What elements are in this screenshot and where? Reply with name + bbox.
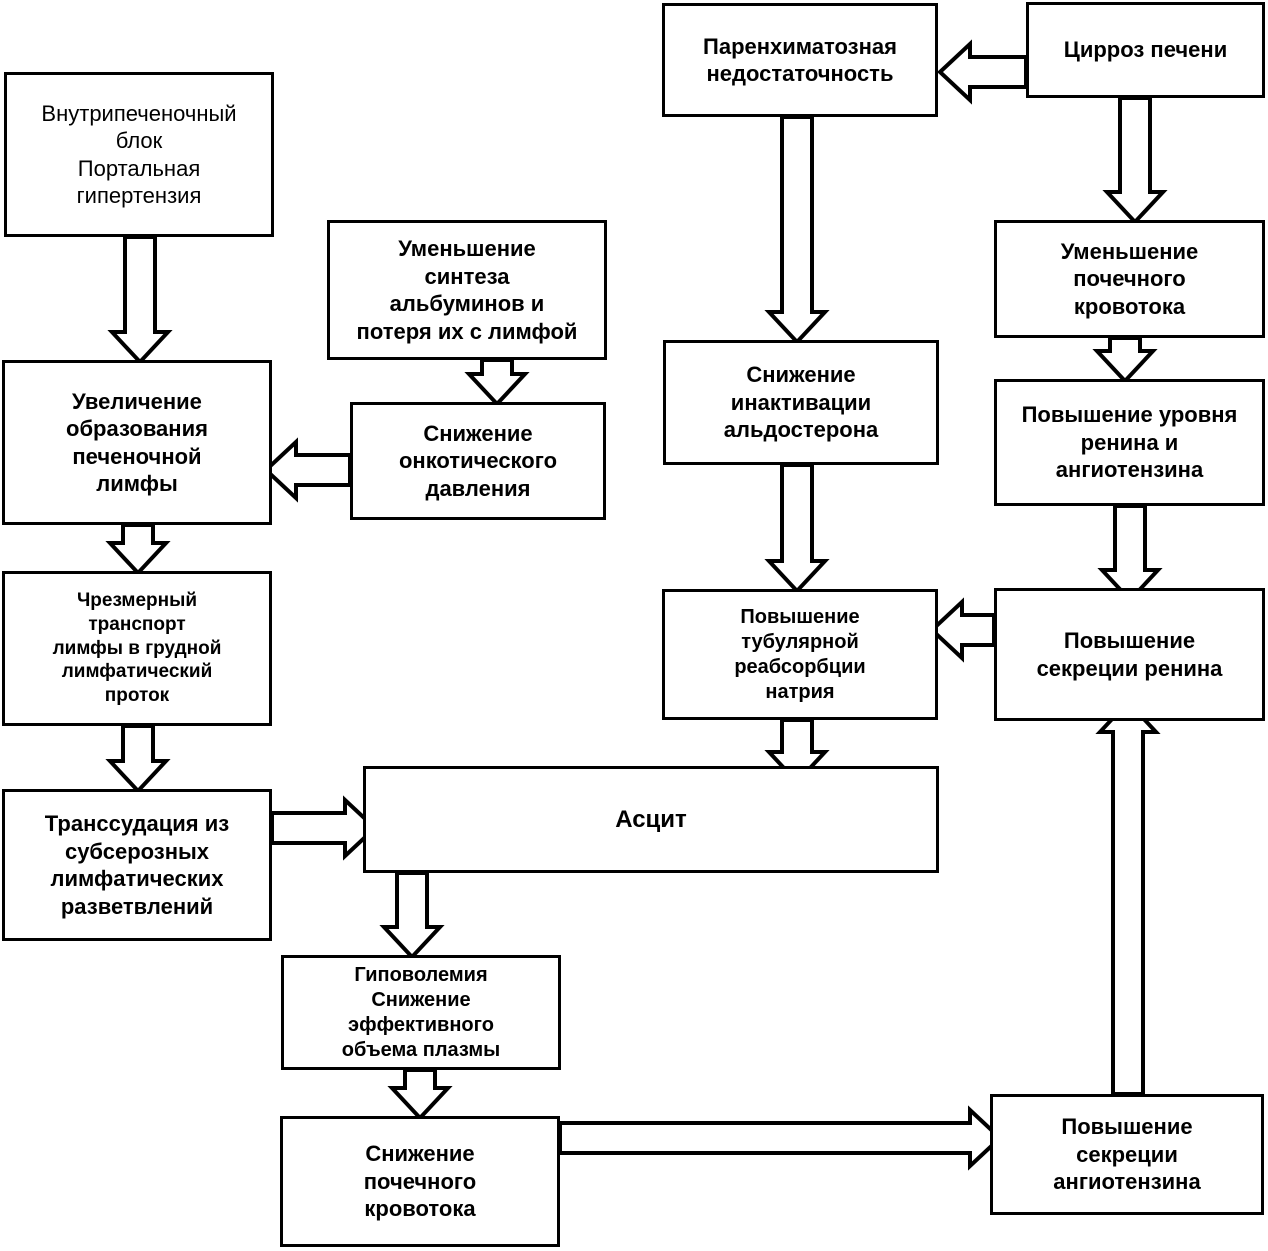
node-ascites: Асцит (363, 766, 939, 873)
node-parenchymal-insufficiency: Паренхиматозная недостаточность (662, 3, 938, 117)
arrow-cirrhosis-to-renal-flow (1102, 96, 1168, 225)
arrow-aldosterone-to-tubular (764, 463, 830, 594)
node-aldosterone-inactivation: Снижение инактивации альдостерона (663, 340, 939, 465)
arrow-parenchymal-to-aldosterone (764, 115, 830, 345)
arrow-renin-secretion-to-tubular (929, 597, 996, 663)
arrow-renal-to-angiotensin (558, 1105, 1003, 1171)
node-intrahepatic-block: Внутрипеченочный блок Портальная гиперте… (4, 72, 274, 237)
arrow-hypovolemia-to-renal (387, 1068, 453, 1121)
arrow-transudation-to-ascites (270, 795, 378, 861)
node-oncotic-pressure: Снижение онкотического давления (350, 402, 606, 520)
arrow-renal-flow-to-renin-level (1092, 336, 1158, 384)
node-lymph-formation: Увеличение образования печеночной лимфы (2, 360, 272, 525)
node-renin-secretion: Повышение секреции ренина (994, 588, 1265, 721)
node-albumin-synthesis: Уменьшение синтеза альбуминов и потеря и… (327, 220, 607, 360)
arrow-cirrhosis-to-parenchymal (937, 39, 1028, 105)
arrows-layer (105, 39, 1168, 1171)
node-renal-blood-flow-top: Уменьшение почечного кровотока (994, 220, 1265, 338)
arrow-albumin-to-oncotic (464, 358, 530, 407)
arrow-block-to-lymph (107, 235, 173, 365)
node-lymph-transport: Чрезмерный транспорт лимфы в грудной лим… (2, 571, 272, 726)
arrow-transport-to-transudation (105, 724, 171, 794)
node-angiotensin-secretion: Повышение секреции ангиотензина (990, 1094, 1264, 1215)
node-tubular-reabsorption: Повышение тубулярной реабсорбции натрия (662, 589, 938, 720)
arrow-renin-level-to-renin-secretion (1097, 504, 1163, 603)
node-transudation: Транссудация из субсерозных лимфатически… (2, 789, 272, 941)
node-renal-blood-flow-bottom: Снижение почечного кровотока (280, 1116, 560, 1247)
arrow-angiotensin-to-renin (1095, 699, 1161, 1096)
node-cirrhosis: Цирроз печени (1026, 2, 1265, 98)
arrow-ascites-to-hypovolemia (379, 871, 445, 960)
arrow-oncotic-to-lymph (263, 437, 352, 503)
node-hypovolemia: Гиповолемия Снижение эффективного объема… (281, 955, 561, 1070)
arrow-lymph-to-transport (105, 523, 171, 576)
node-renin-angiotensin-level: Повышение уровня ренина и ангиотензина (994, 379, 1265, 506)
